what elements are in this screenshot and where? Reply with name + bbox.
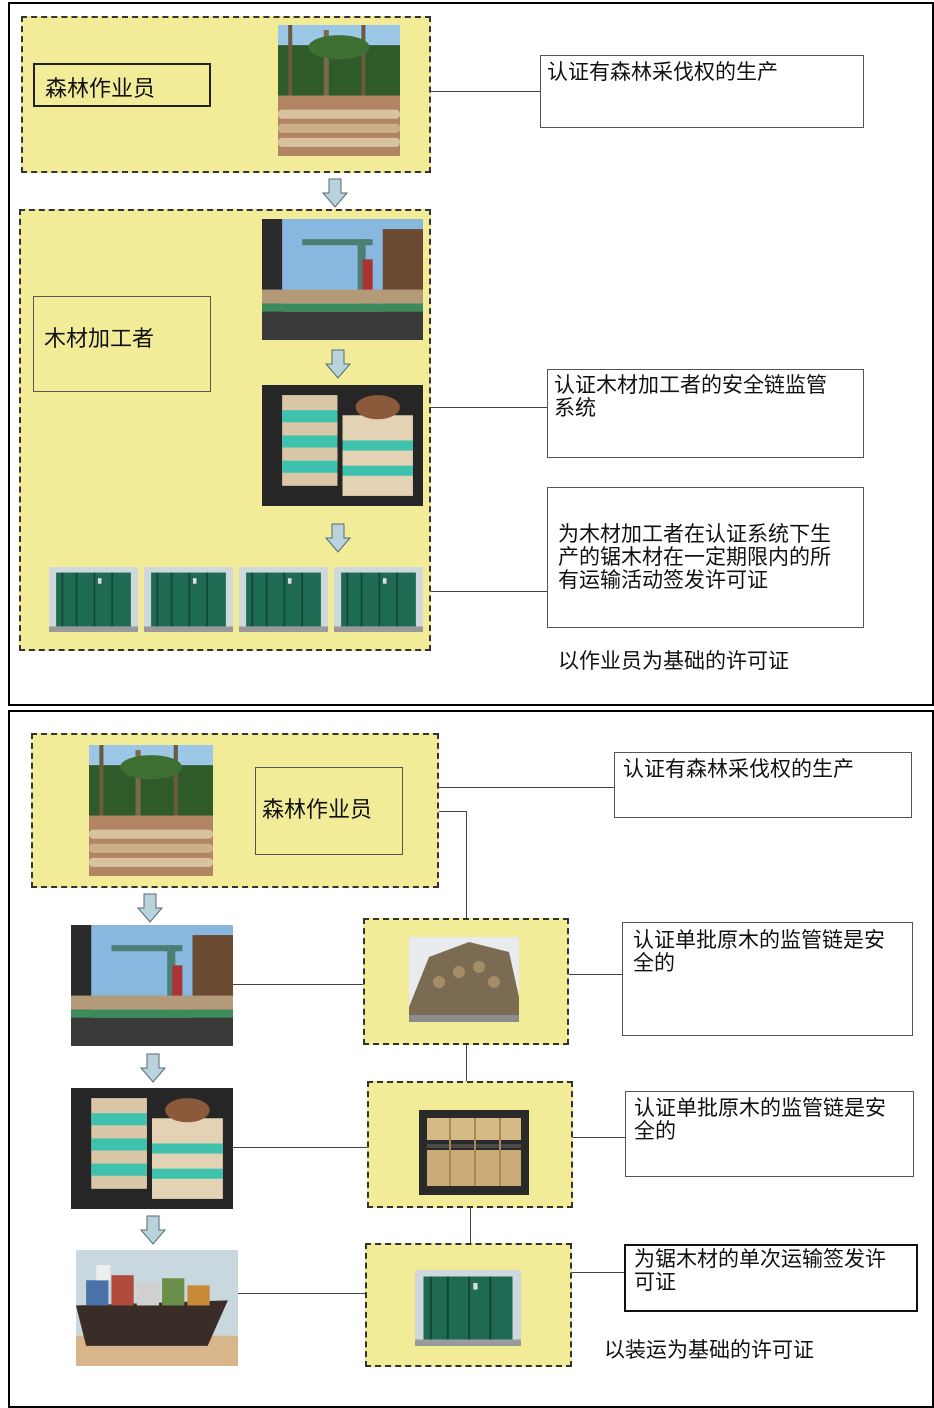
bottom-box-shipment: 为锯木材的单次运输签发许可证	[624, 1244, 918, 1312]
bottom-box-logs: 认证单批原木的监管链是安全的	[622, 922, 913, 1036]
connector-line	[572, 1272, 625, 1273]
container-photo	[144, 567, 233, 632]
down-arrow-icon	[322, 178, 348, 208]
down-arrow-icon	[325, 349, 351, 379]
box-harvest-text: 认证有森林采伐权的生产	[547, 60, 778, 84]
connector-line	[233, 984, 363, 985]
sawmill-photo	[71, 925, 233, 1046]
box-permit-text: 为木材加工者在认证系统下生产的锯木材在一定期限内的所有运输活动签发许可证	[558, 522, 831, 592]
connector-line	[466, 811, 467, 919]
connector-line	[238, 1293, 365, 1294]
down-arrow-icon	[325, 523, 351, 553]
connector-line	[431, 591, 548, 592]
connector-line	[431, 407, 548, 408]
box-harvest-text: 认证有森林采伐权的生产	[623, 757, 854, 781]
connector-line	[431, 91, 541, 92]
forest-photo	[278, 25, 400, 156]
top-caption: 以作业员为基础的许可证	[558, 649, 789, 673]
top-box-permit: 为木材加工者在认证系统下生产的锯木材在一定期限内的所有运输活动签发许可证	[547, 487, 864, 628]
container-photo	[415, 1270, 521, 1346]
forest-operator-text: 森林作业员	[262, 798, 373, 823]
lumber-stack-photo	[71, 1088, 233, 1209]
connector-line	[573, 1137, 626, 1138]
log-pile-photo	[409, 937, 519, 1022]
forest-operator-text: 森林作业员	[45, 77, 156, 102]
connector-line	[569, 974, 623, 975]
container-photo	[334, 567, 423, 632]
sawn-timber-photo	[419, 1110, 529, 1195]
box-logs-text: 认证单批原木的监管链是安全的	[633, 928, 885, 975]
down-arrow-icon	[137, 893, 163, 923]
down-arrow-icon	[140, 1215, 166, 1245]
connector-line	[439, 811, 467, 812]
box-shipment-text: 为锯木材的单次运输签发许可证	[634, 1247, 886, 1294]
cargo-ship-photo	[76, 1250, 238, 1366]
connector-line	[470, 1208, 471, 1244]
sawmill-photo	[262, 219, 423, 340]
lumber-stack-photo	[262, 385, 423, 506]
forest-photo	[89, 745, 213, 876]
bottom-box-harvest: 认证有森林采伐权的生产	[614, 752, 912, 818]
bottom-box-lumber: 认证单批原木的监管链是安全的	[625, 1091, 914, 1177]
box-chain-text: 认证木材加工者的安全链监管系统	[554, 373, 827, 420]
down-arrow-icon	[140, 1053, 166, 1083]
connector-line	[439, 787, 615, 788]
box-lumber-text: 认证单批原木的监管链是安全的	[634, 1096, 886, 1143]
connector-line	[233, 1147, 367, 1148]
bottom-shipment-stage	[365, 1243, 572, 1367]
timber-processor-text: 木材加工者	[44, 327, 155, 352]
connector-line	[466, 1045, 467, 1082]
top-box-harvest: 认证有森林采伐权的生产	[540, 55, 864, 128]
container-photo	[239, 567, 328, 632]
container-photo	[49, 567, 138, 632]
top-timber-processor-label: 木材加工者	[33, 296, 211, 392]
top-box-chain: 认证木材加工者的安全链监管系统	[547, 369, 864, 458]
bottom-caption: 以装运为基础的许可证	[604, 1338, 814, 1362]
top-forest-operator-label: 森林作业员	[33, 63, 211, 107]
bottom-forest-operator-label: 森林作业员	[255, 767, 403, 855]
